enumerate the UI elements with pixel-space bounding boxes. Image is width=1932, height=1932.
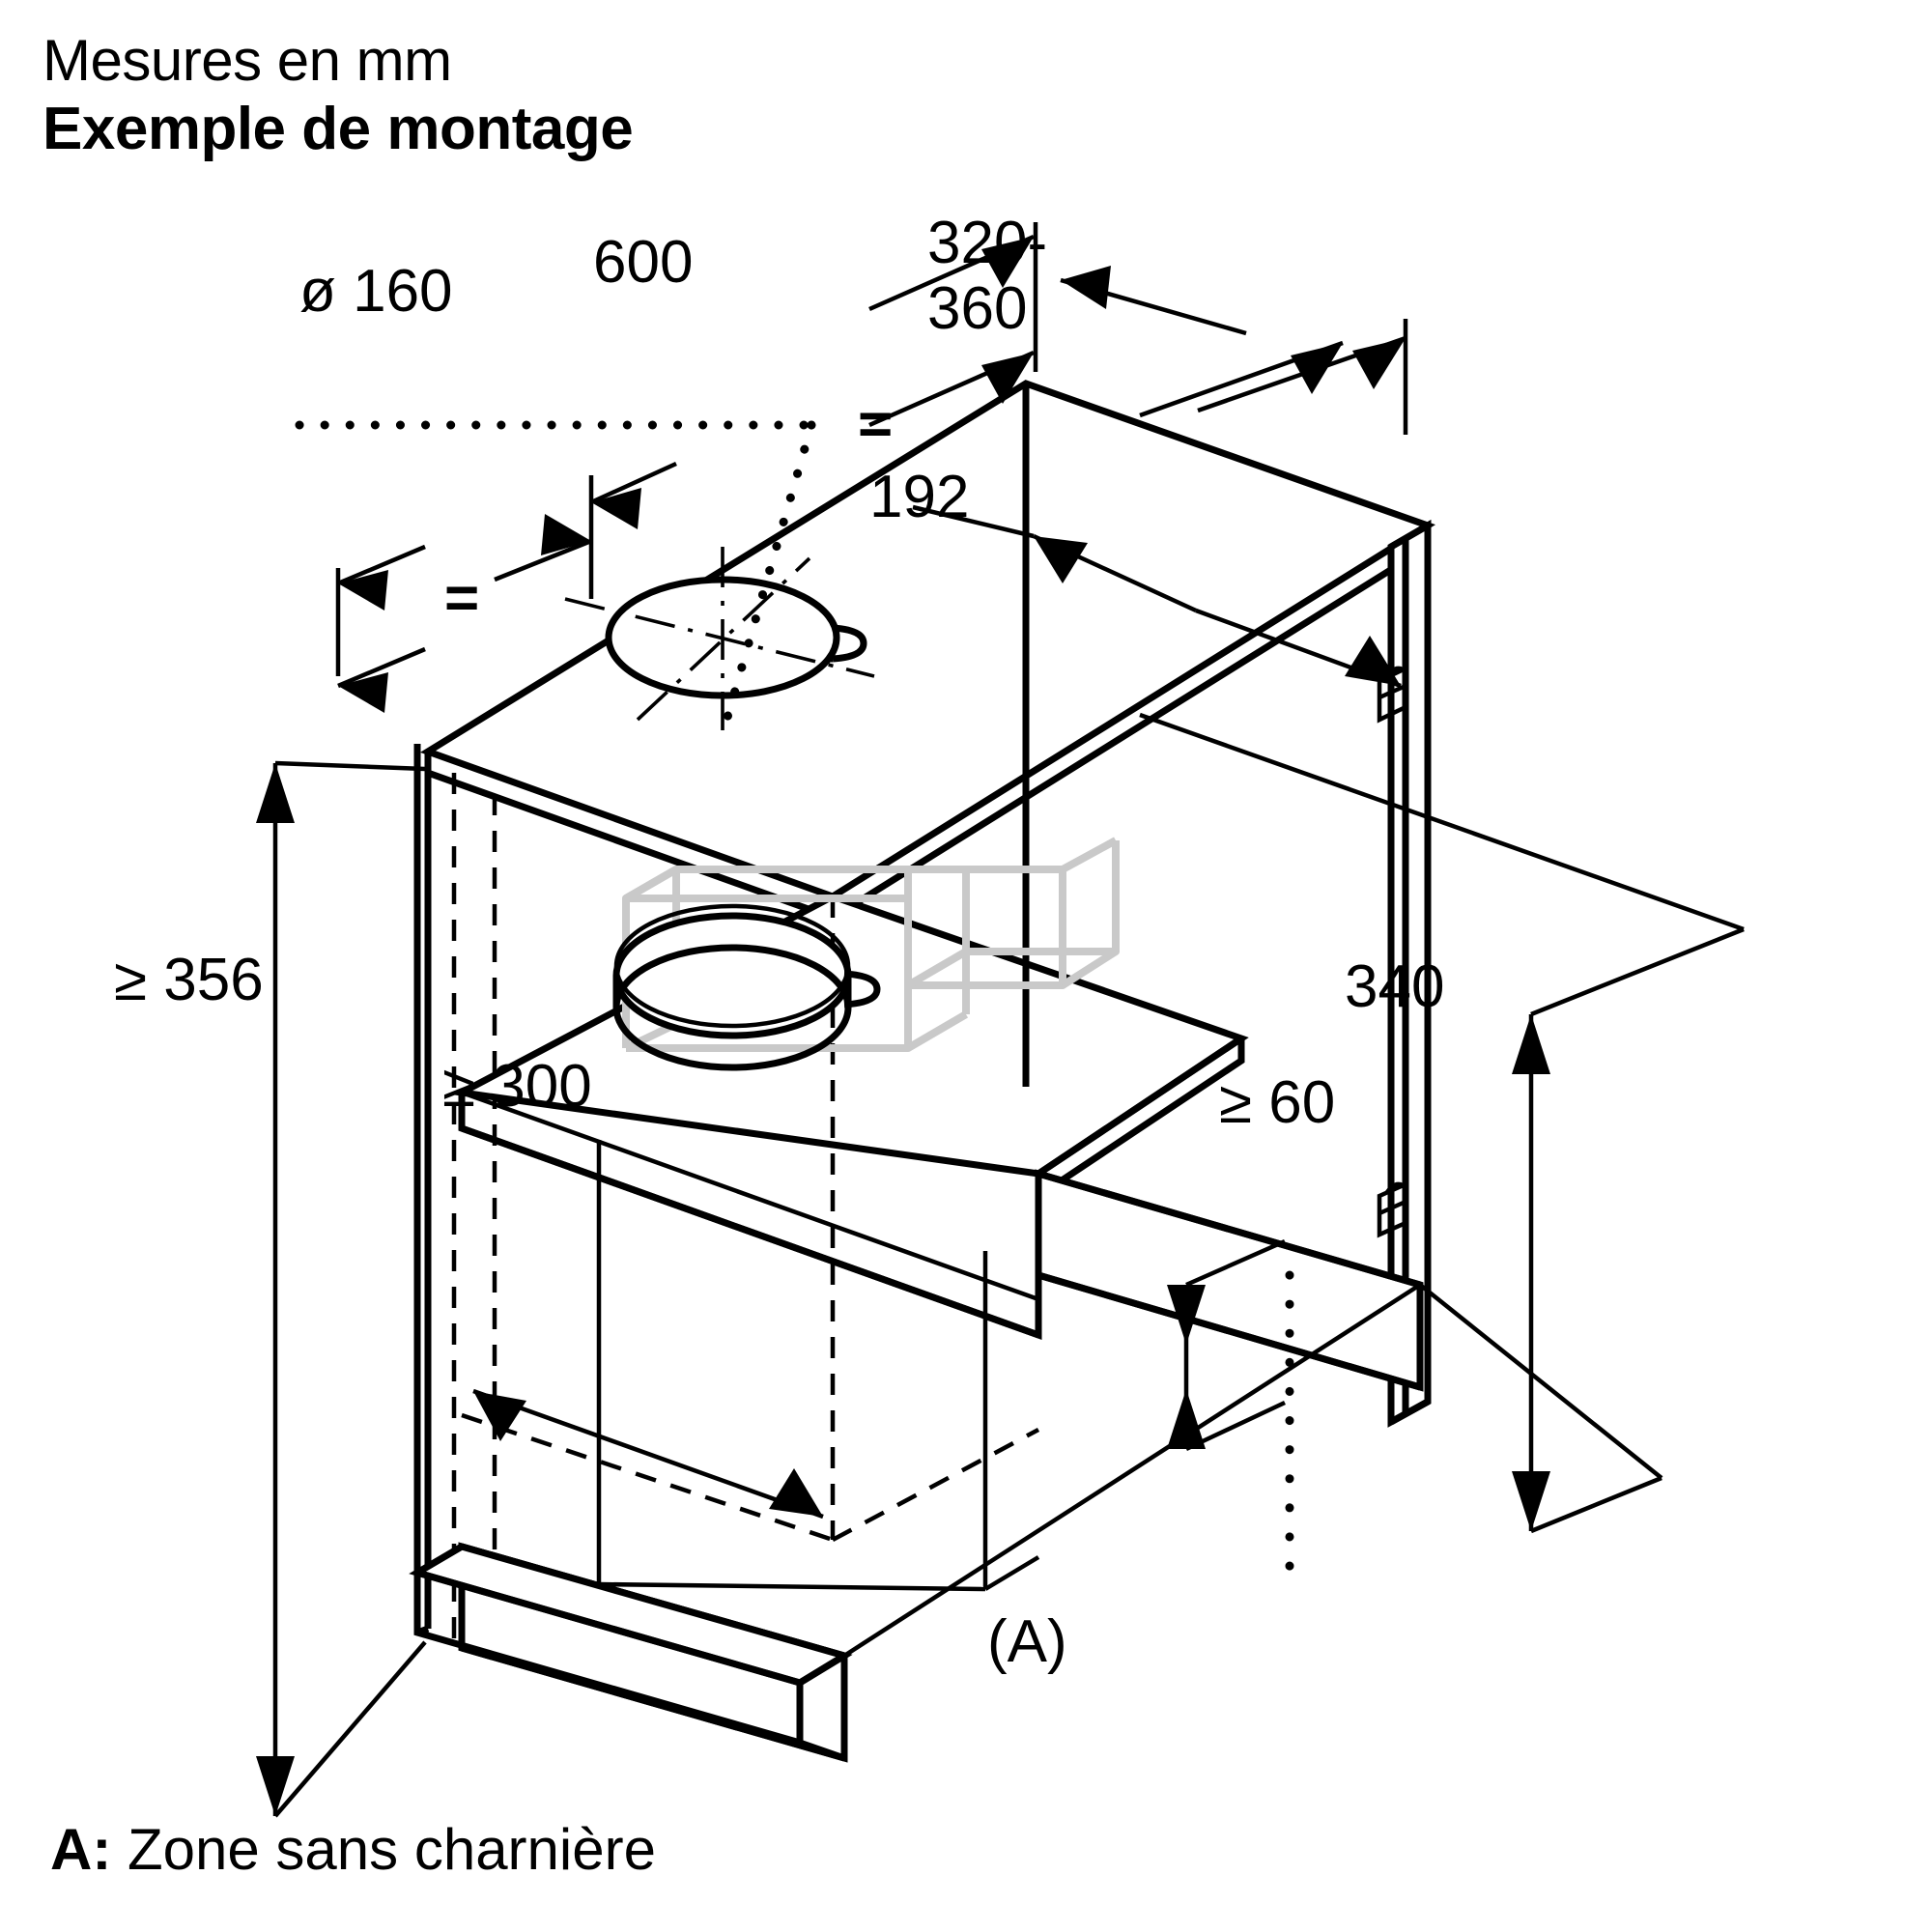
legend-caption: A: Zone sans charnière [50,1816,656,1883]
page-title: Exemple de montage [43,96,634,162]
dim-label-duct-diameter: ø 160 [299,258,453,325]
dim-label-cabinet-depth-line1: 320- [927,210,1047,276]
cabinet-hinge-lower [1377,1180,1408,1238]
callout-marker-a: (A) [987,1608,1067,1675]
dim-label-front-panel-height: 340 [1345,953,1444,1020]
legend-prefix: A: [50,1817,112,1882]
dimension-labels: ø 160 600 320- 360 192 ≥ 356 ≥ 300 340 ≥… [114,210,1444,1675]
equal-marker-right: = [858,391,893,458]
dotted-leader-lines [295,420,1294,1599]
cabinet-interior-floor [798,1283,1422,1685]
dim-label-min-bottom-gap: ≥ 60 [1219,1069,1335,1136]
shelf-duct-collar [612,903,881,1071]
dim-label-duct-offset-rear: 192 [869,464,969,530]
equal-markers: = = [444,391,893,632]
dim-label-min-inner-width: ≥ 300 [442,1053,592,1120]
dimension-lines [256,222,1745,1818]
top-duct-cutout [564,547,875,730]
dim-label-cabinet-width: 600 [593,229,693,296]
dim-label-min-cabinet-height: ≥ 356 [114,947,264,1013]
cabinet-carcass [409,380,1436,1763]
dim-label-cabinet-depth-line2: 360 [927,275,1027,342]
legend-text: Zone sans charnière [111,1817,656,1882]
equal-marker-left: = [444,565,479,632]
page-subtitle-units: Mesures en mm [43,28,452,93]
